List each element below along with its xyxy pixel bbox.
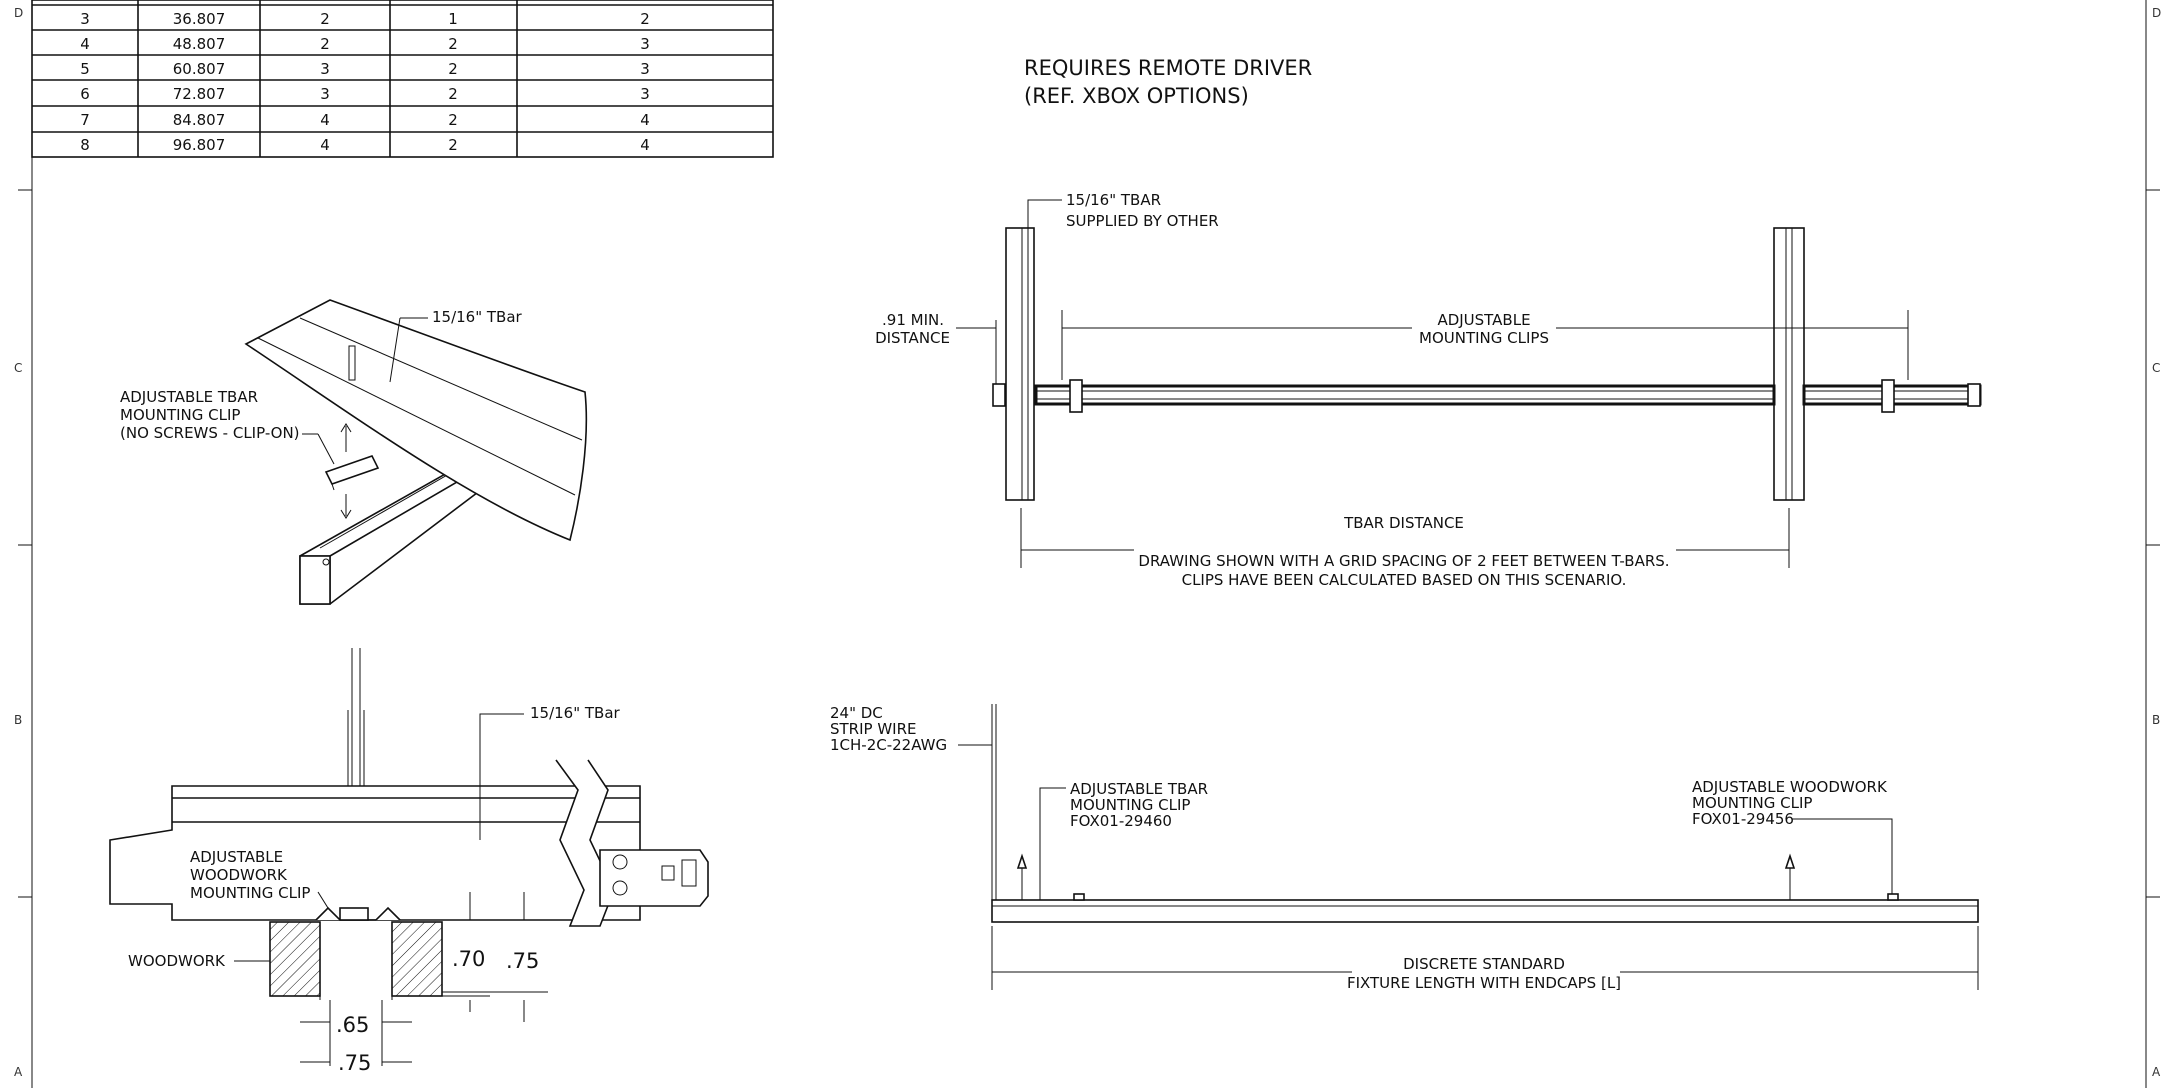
zone-label-right-a: A xyxy=(2152,1065,2161,1079)
table-row: 6 72.807 3 2 3 xyxy=(80,85,650,103)
label-supplied-tbar-1: 15/16" TBAR xyxy=(1066,191,1161,209)
note-line-2: (REF. XBOX OPTIONS) xyxy=(1024,84,1249,108)
label-woodwork-clip-1: ADJUSTABLE xyxy=(190,848,283,866)
table-cell: 2 xyxy=(448,60,458,78)
table-cell: 4 xyxy=(640,111,650,129)
table-cell: 2 xyxy=(320,35,330,53)
table-cell: 3 xyxy=(320,60,330,78)
label-adjustable-clips-2: MOUNTING CLIPS xyxy=(1419,329,1549,347)
woodwork-block-right xyxy=(391,921,443,997)
table-cell: 4 xyxy=(320,136,330,154)
dim-075-right: .75 xyxy=(506,949,539,973)
table-cell: 72.807 xyxy=(173,85,226,103)
table-row: 3 36.807 2 1 2 xyxy=(80,10,650,28)
table-cell: 3 xyxy=(640,35,650,53)
tbar-left xyxy=(1005,227,1035,501)
label-length-1: DISCRETE STANDARD xyxy=(1403,955,1565,973)
zone-label-right-d: D xyxy=(2152,6,2161,20)
label-woodwork-clip-2: WOODWORK xyxy=(190,866,288,884)
remote-driver-note: REQUIRES REMOTE DRIVER (REF. XBOX OPTION… xyxy=(1024,56,1312,108)
tbar-right xyxy=(1773,227,1805,501)
hanger-tab xyxy=(599,849,709,907)
table-row: 4 48.807 2 2 3 xyxy=(80,35,650,53)
table-cell: 60.807 xyxy=(173,60,226,78)
label-min-distance-2: DISTANCE xyxy=(875,329,950,347)
table-cell: 2 xyxy=(448,111,458,129)
table-cell: 1 xyxy=(448,10,458,28)
label-iso-clip-1: ADJUSTABLE TBAR xyxy=(120,388,258,406)
table-cell: 5 xyxy=(80,60,90,78)
label-grid-note-1: DRAWING SHOWN WITH A GRID SPACING OF 2 F… xyxy=(1138,552,1669,570)
dim-065: .65 xyxy=(336,1013,369,1037)
table-cell: 3 xyxy=(80,10,90,28)
zone-label-left-b: B xyxy=(14,713,22,727)
sheet-border: D C B A D C B A xyxy=(14,0,2161,1088)
label-woodwork-clip-3: MOUNTING CLIP xyxy=(190,884,310,902)
table-cell: 3 xyxy=(640,60,650,78)
length-table: 3 36.807 2 1 2 4 48.807 2 2 3 5 60.807 3… xyxy=(31,0,774,158)
label-section-tbar: 15/16" TBar xyxy=(530,704,621,722)
label-wood-clip-3: FOX01-29456 xyxy=(1692,810,1794,828)
label-wire-3: 1CH-2C-22AWG xyxy=(830,736,947,754)
label-wire-1: 24" DC xyxy=(830,704,883,722)
table-row: 7 84.807 4 2 4 xyxy=(80,111,650,129)
label-iso-tbar: 15/16" TBar xyxy=(432,308,523,326)
label-iso-clip-2: MOUNTING CLIP xyxy=(120,406,240,424)
zone-label-left-a: A xyxy=(14,1065,23,1079)
zone-label-right-c: C xyxy=(2152,361,2160,375)
table-cell: 96.807 xyxy=(173,136,226,154)
label-tbar-clip-1: ADJUSTABLE TBAR xyxy=(1070,780,1208,798)
section-view: 15/16" TBar ADJUSTABLE WOODWORK MOUNTING… xyxy=(109,648,709,1075)
section-body xyxy=(109,785,641,921)
label-tbar-distance: TBAR DISTANCE xyxy=(1343,514,1464,532)
fixture-plan-body xyxy=(1034,384,1776,406)
zone-label-left-d: D xyxy=(14,6,23,20)
table-cell: 3 xyxy=(640,85,650,103)
isometric-clip-view: 15/16" TBar ADJUSTABLE TBAR MOUNTING CLI… xyxy=(120,299,588,605)
table-cell: 3 xyxy=(320,85,330,103)
label-woodwork: WOODWORK xyxy=(128,952,226,970)
table-cell: 4 xyxy=(640,136,650,154)
plan-clip-right xyxy=(1881,379,1895,413)
label-supplied-tbar-2: SUPPLIED BY OTHER xyxy=(1066,212,1219,230)
fixture-length-view: 24" DC STRIP WIRE 1CH-2C-22AWG ADJUSTABL… xyxy=(830,704,1979,992)
table-cell: 4 xyxy=(320,111,330,129)
dim-070: .70 xyxy=(452,947,485,971)
table-cell: 8 xyxy=(80,136,90,154)
fixture-length-body xyxy=(991,899,1979,923)
label-tbar-clip-2: MOUNTING CLIP xyxy=(1070,796,1190,814)
table-row: 5 60.807 3 2 3 xyxy=(80,60,650,78)
table-cell: 2 xyxy=(448,136,458,154)
table-cell: 48.807 xyxy=(173,35,226,53)
zone-label-right-b: B xyxy=(2152,713,2160,727)
table-cell: 2 xyxy=(320,10,330,28)
woodwork-block-left xyxy=(269,921,321,997)
label-wood-clip-1: ADJUSTABLE WOODWORK xyxy=(1692,778,1888,796)
note-line-1: REQUIRES REMOTE DRIVER xyxy=(1024,56,1312,80)
label-grid-note-2: CLIPS HAVE BEEN CALCULATED BASED ON THIS… xyxy=(1182,571,1627,589)
label-wire-2: STRIP WIRE xyxy=(830,720,917,738)
table-cell: 6 xyxy=(80,85,90,103)
label-min-distance-1: .91 MIN. xyxy=(882,311,944,329)
label-adjustable-clips-1: ADJUSTABLE xyxy=(1437,311,1530,329)
label-iso-clip-3: (NO SCREWS - CLIP-ON) xyxy=(120,424,300,442)
zone-label-left-c: C xyxy=(14,361,22,375)
plan-clip-left xyxy=(1069,379,1083,413)
tbar-clip-part xyxy=(324,455,380,485)
tbar-section xyxy=(244,299,588,542)
label-tbar-clip-3: FOX01-29460 xyxy=(1070,812,1172,830)
tbar-plan-view: 15/16" TBAR SUPPLIED BY OTHER .91 MIN. D… xyxy=(875,191,1982,589)
table-cell: 7 xyxy=(80,111,90,129)
table-cell: 4 xyxy=(80,35,90,53)
label-length-2: FIXTURE LENGTH WITH ENDCAPS [L] xyxy=(1347,974,1621,992)
dim-075-bottom: .75 xyxy=(338,1051,371,1075)
table-cell: 2 xyxy=(448,85,458,103)
label-wood-clip-2: MOUNTING CLIP xyxy=(1692,794,1812,812)
table-cell: 84.807 xyxy=(173,111,226,129)
table-cell: 36.807 xyxy=(173,10,226,28)
table-row: 8 96.807 4 2 4 xyxy=(80,136,650,154)
table-cell: 2 xyxy=(640,10,650,28)
table-cell: 2 xyxy=(448,35,458,53)
